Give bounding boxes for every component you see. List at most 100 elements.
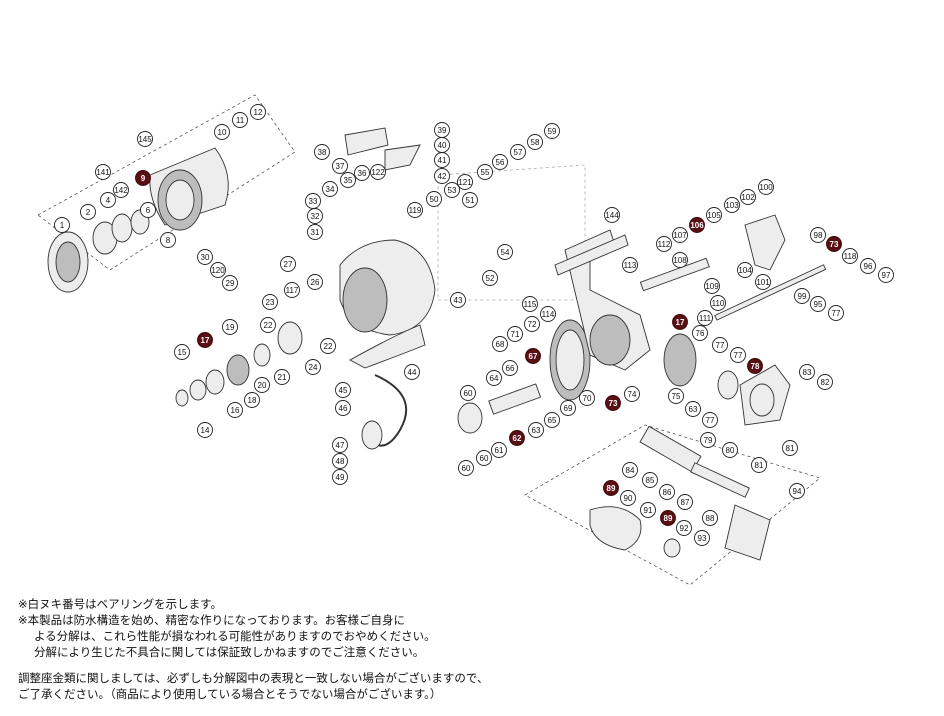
part-callout-73 — [605, 395, 621, 411]
part-callout-85 — [642, 472, 658, 488]
part-number-30: 30 — [201, 253, 210, 262]
part-callout-89 — [660, 510, 676, 526]
part-number-65: 65 — [548, 416, 557, 425]
part-number-20: 20 — [258, 381, 267, 390]
part-number-42: 42 — [438, 172, 447, 181]
part-callout-6 — [140, 202, 156, 218]
part-callout-41 — [434, 152, 450, 168]
part-number-101: 101 — [756, 278, 770, 287]
part-number-102: 102 — [741, 193, 755, 202]
part-callout-77 — [730, 347, 746, 363]
part-callout-4 — [100, 192, 116, 208]
part-callout-63 — [528, 422, 544, 438]
part-number-81: 81 — [755, 461, 764, 470]
part-number-105: 105 — [707, 211, 721, 220]
part-number-78: 78 — [751, 362, 760, 371]
part-number-41: 41 — [438, 156, 447, 165]
part-callout-76 — [692, 325, 708, 341]
part-number-22: 22 — [264, 321, 273, 330]
part-callout-89 — [603, 480, 619, 496]
part-number-93: 93 — [698, 534, 707, 543]
part-callout-60 — [476, 450, 492, 466]
part-callout-72 — [524, 316, 540, 332]
part-number-77: 77 — [716, 341, 725, 350]
part-callout-69 — [560, 400, 576, 416]
part-number-113: 113 — [624, 261, 637, 270]
part-number-1: 1 — [60, 221, 65, 230]
part-callout-2 — [80, 204, 96, 220]
part-callout-10 — [214, 124, 230, 140]
part-number-24: 24 — [309, 363, 318, 372]
rotor-icon — [339, 127, 436, 369]
part-callout-24 — [305, 359, 321, 375]
part-callout-90 — [620, 490, 636, 506]
part-callout-68 — [492, 336, 508, 352]
part-callout-141 — [95, 164, 111, 180]
part-callout-96 — [860, 258, 876, 274]
part-callout-94 — [789, 483, 805, 499]
part-callout-119 — [407, 202, 423, 218]
part-callout-43 — [450, 292, 466, 308]
part-callout-73 — [826, 236, 842, 252]
part-callout-58 — [527, 134, 543, 150]
part-number-23: 23 — [266, 298, 275, 307]
part-number-60: 60 — [480, 454, 489, 463]
part-number-99: 99 — [798, 292, 807, 301]
part-callout-144 — [604, 207, 620, 223]
part-callout-22 — [260, 317, 276, 333]
part-number-14: 14 — [201, 426, 210, 435]
part-number-91: 91 — [644, 506, 653, 515]
part-number-67: 67 — [529, 352, 538, 361]
part-number-77: 77 — [734, 351, 743, 360]
part-number-52: 52 — [486, 274, 495, 283]
part-number-73: 73 — [609, 399, 618, 408]
side-cover-icon — [663, 333, 791, 426]
part-callout-57 — [510, 144, 526, 160]
part-number-107: 107 — [673, 231, 687, 240]
part-number-32: 32 — [311, 212, 320, 221]
part-callout-56 — [492, 154, 508, 170]
part-number-27: 27 — [284, 260, 293, 269]
part-callout-48 — [332, 453, 348, 469]
part-number-110: 110 — [712, 299, 725, 308]
part-callout-82 — [817, 374, 833, 390]
part-callout-84 — [622, 462, 638, 478]
part-number-53: 53 — [448, 186, 457, 195]
part-callout-107 — [672, 227, 688, 243]
part-callout-23 — [262, 294, 278, 310]
part-callout-112 — [656, 236, 672, 252]
part-number-45: 45 — [339, 386, 348, 395]
part-number-62: 62 — [513, 434, 522, 443]
part-number-6: 6 — [146, 206, 151, 215]
part-callout-98 — [810, 227, 826, 243]
part-number-46: 46 — [339, 404, 348, 413]
part-number-34: 34 — [326, 185, 335, 194]
part-number-43: 43 — [454, 296, 463, 305]
note-waterproof: ※本製品は防水構造を始め、精密な作りになっております。お客様ご自身に — [18, 613, 406, 627]
part-number-38: 38 — [318, 148, 327, 157]
part-callout-17 — [672, 314, 688, 330]
part-number-58: 58 — [531, 138, 540, 147]
part-number-145: 145 — [138, 135, 152, 144]
part-number-77: 77 — [706, 416, 715, 425]
part-number-119: 119 — [409, 206, 422, 215]
part-number-68: 68 — [496, 340, 505, 349]
part-callout-34 — [322, 181, 338, 197]
part-callout-100 — [758, 179, 774, 195]
part-number-90: 90 — [624, 494, 633, 503]
part-number-100: 100 — [759, 183, 773, 192]
main-gear-icon — [457, 319, 591, 434]
part-callout-20 — [254, 377, 270, 393]
part-callout-101 — [755, 274, 771, 290]
part-callout-9 — [135, 170, 151, 186]
part-callout-106 — [689, 217, 705, 233]
part-callout-111 — [697, 310, 713, 326]
part-number-2: 2 — [86, 208, 91, 217]
part-number-89: 89 — [664, 514, 673, 523]
part-callout-29 — [222, 275, 238, 291]
note-washers: 調整座金類に関しましては、必ずしも分解図中の表現と一致しない場合がございますので… — [18, 671, 489, 685]
part-number-70: 70 — [583, 394, 592, 403]
part-callout-93 — [694, 530, 710, 546]
part-number-122: 122 — [371, 168, 385, 177]
part-number-35: 35 — [344, 176, 353, 185]
